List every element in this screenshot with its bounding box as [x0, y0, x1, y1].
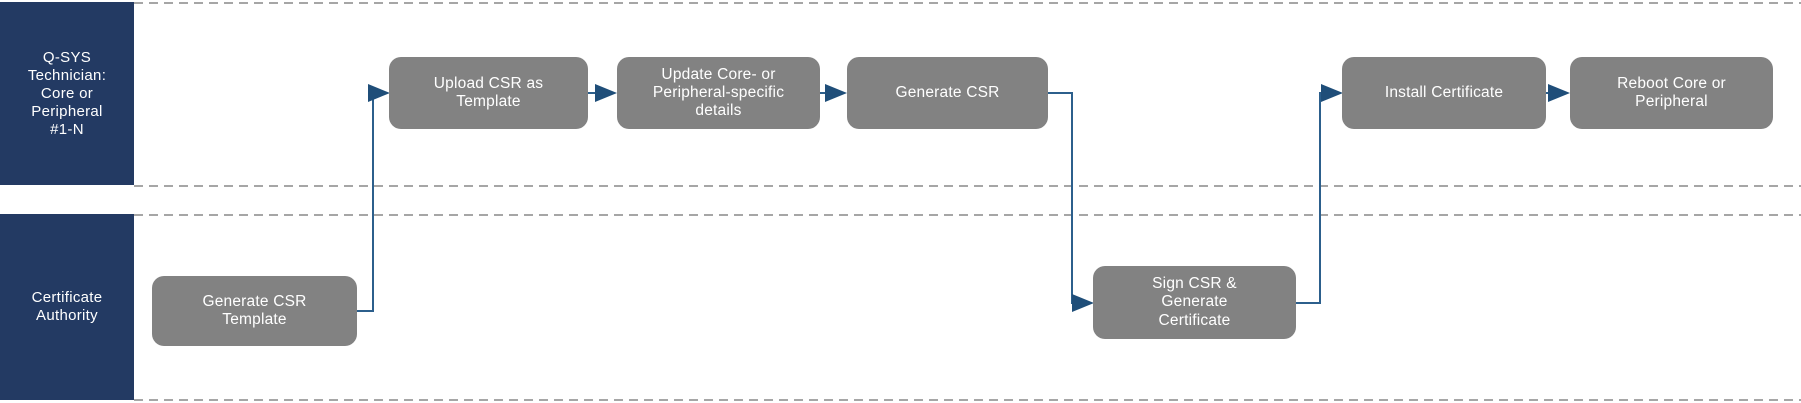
connector-generate-csr-template-to-upload	[357, 84, 390, 312]
connector-generate-csr-to-sign-csr	[1048, 92, 1094, 312]
node-generate-csr: Generate CSR	[847, 57, 1048, 129]
lane2-bottom-border	[134, 399, 1801, 401]
node-update-core-or-peripheral-details: Update Core- or Peripheral-specific deta…	[617, 57, 820, 129]
node-sign-csr-generate-certificate: Sign CSR & Generate Certificate	[1093, 266, 1296, 339]
node-install-certificate: Install Certificate	[1342, 57, 1546, 129]
node-reboot-core-or-peripheral: Reboot Core or Peripheral	[1570, 57, 1773, 129]
lane-label-qsys-technician: Q-SYS Technician: Core or Peripheral #1-…	[0, 2, 134, 185]
connector-sign-csr-to-install	[1296, 84, 1343, 304]
node-upload-csr-as-template: Upload CSR as Template	[389, 57, 588, 129]
lane1-top-border	[134, 2, 1801, 4]
lane-label-certificate-authority: Certificate Authority	[0, 214, 134, 400]
node-generate-csr-template: Generate CSR Template	[152, 276, 357, 346]
lane1-bottom-border	[134, 185, 1801, 187]
lane2-top-border	[134, 214, 1801, 216]
